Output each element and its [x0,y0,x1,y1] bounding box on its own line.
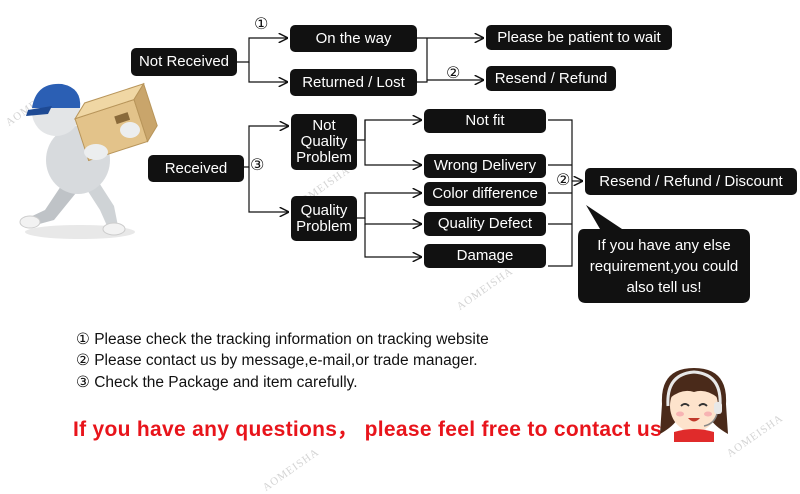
flow-connectors [237,0,750,303]
node-returned-lost: Returned / Lost [290,69,417,96]
node-not-fit: Not fit [424,109,546,133]
node-damage: Damage [424,244,546,268]
node-not-received: Not Received [131,48,237,76]
marker-two-top: ② [446,65,461,82]
node-quality-problem: Quality Problem [291,196,357,241]
note-contact: ② Please contact us by message,e-mail,or… [76,352,478,369]
node-color-difference: Color difference [424,182,546,206]
note-check-package: ③ Check the Package and item carefully. [76,374,358,391]
note-tracking: ① Please check the tracking information … [76,331,489,348]
node-wrong-delivery: Wrong Delivery [424,154,546,178]
delivery-man-icon [19,82,158,239]
contact-banner: If you have any questions， please feel f… [73,418,662,441]
else-requirement-text: If you have any else requirement,you cou… [589,236,739,296]
speech-bubble [578,205,750,303]
node-quality-defect: Quality Defect [424,212,546,236]
node-resend-refund: Resend / Refund [486,66,616,91]
marker-one: ① [254,16,269,33]
node-not-quality-problem: Not Quality Problem [291,114,357,170]
customer-service-girl-icon [660,368,728,442]
node-please-wait: Please be patient to wait [486,25,672,50]
node-received: Received [148,155,244,182]
marker-three: ③ [250,157,265,174]
marker-two-right: ② [556,172,571,189]
node-on-the-way: On the way [290,25,417,52]
node-resend-refund-discount: Resend / Refund / Discount [585,168,797,195]
